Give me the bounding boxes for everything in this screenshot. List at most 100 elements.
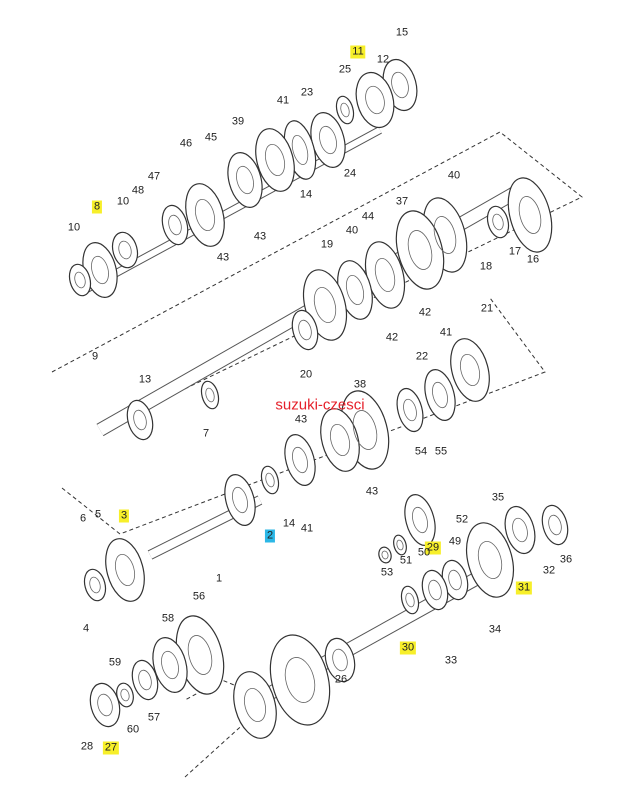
gear-part-shape [400,585,420,615]
gear-part-shape [83,568,107,602]
gear-part-shape [486,205,510,239]
gear-bore-shape [133,409,147,431]
part-label-43: 43 [253,230,267,243]
gear-part-shape [68,263,92,297]
part-label-49: 49 [448,535,462,548]
part-label-30: 30 [399,641,417,655]
watermark: suzuki-czesci [275,396,365,414]
gear-bore-shape [161,650,179,680]
part-label-22: 22 [415,350,429,363]
part-label-11: 11 [350,45,366,59]
gear-part-shape [324,637,356,683]
gear-bore-shape [236,165,254,195]
gear-part-shape [185,183,225,247]
part-label-41: 41 [300,522,314,535]
gear-bore-shape [118,240,132,260]
gear-part-shape [541,504,569,546]
part-label-7: 7 [202,427,210,440]
gear-part-shape [260,465,280,495]
part-label-60: 60 [126,723,140,736]
gear-bore-shape [374,258,396,292]
gear-bore-shape [391,71,409,99]
gear-bore-shape [365,85,385,115]
gear-part-shape [227,152,263,208]
part-label-13: 13 [138,373,152,386]
part-label-38: 38 [353,378,367,391]
part-label-32: 32 [542,564,556,577]
part-label-16: 16 [526,253,540,266]
gear-bore-shape [405,592,415,608]
gear-part-shape [233,671,277,739]
gear-part-shape [269,634,331,726]
gear-bore-shape [313,287,337,323]
gear-bore-shape [428,579,442,601]
part-label-36: 36 [559,553,573,566]
gear-part-shape [396,387,424,433]
gear-bore-shape [512,517,528,543]
part-label-6: 6 [79,512,87,525]
gear-bore-shape [74,271,86,289]
gear-part-shape [507,177,553,253]
part-label-48: 48 [131,184,145,197]
gear-bore-shape [187,635,213,675]
part-label-56: 56 [192,590,206,603]
gear-part-shape [291,309,319,351]
gear-bore-shape [345,274,365,306]
gear-part-shape [424,369,456,421]
gear-bore-shape [114,553,136,587]
part-label-19: 19 [320,238,334,251]
gear-bore-shape [518,196,542,234]
gear-bore-shape [91,255,109,285]
gear-bore-shape [352,410,378,450]
gear-bore-shape [329,423,351,457]
gear-bore-shape [340,102,350,118]
gear-bore-shape [284,657,316,703]
part-label-58: 58 [161,612,175,625]
part-label-55: 55 [434,445,448,458]
part-label-14: 14 [282,517,296,530]
gear-bore-shape [89,576,101,594]
gear-bore-shape [412,506,428,534]
gear-bore-shape [291,134,309,166]
gear-bore-shape [194,198,216,232]
part-label-42: 42 [418,306,432,319]
part-label-40: 40 [447,169,461,182]
part-label-35: 35 [491,491,505,504]
gear-bore-shape [243,687,267,723]
gear-bore-shape [319,125,337,155]
part-label-54: 54 [414,445,428,458]
part-label-3: 3 [118,509,130,523]
gear-part-shape [504,505,536,555]
gear-part-shape [355,71,395,129]
gear-part-shape [465,522,515,598]
part-label-9: 9 [91,350,99,363]
part-label-15: 15 [395,26,409,39]
gear-bore-shape [120,688,130,702]
part-label-57: 57 [147,711,161,724]
gear-part-shape [255,128,295,192]
gear-bore-shape [477,541,503,579]
part-label-25: 25 [338,63,352,76]
part-label-34: 34 [488,623,502,636]
gear-bore-shape [168,214,182,236]
part-label-10: 10 [67,221,81,234]
part-label-50: 50 [417,546,431,559]
part-label-43: 43 [294,413,308,426]
part-label-41: 41 [439,326,453,339]
gear-part-shape [161,204,189,246]
gear-bore-shape [432,381,448,409]
gear-part-shape [89,682,121,728]
gear-bore-shape [264,143,286,177]
gear-bore-shape [332,648,348,672]
part-label-20: 20 [299,368,313,381]
part-label-21: 21 [480,302,494,315]
part-label-23: 23 [300,86,314,99]
part-label-44: 44 [361,210,375,223]
gear-bore-shape [265,472,275,488]
gear-bore-shape [403,398,417,422]
part-label-45: 45 [204,131,218,144]
part-label-8: 8 [91,200,103,214]
gear-part-shape [126,399,154,441]
part-label-31: 31 [515,581,533,595]
gear-part-shape [404,494,436,546]
